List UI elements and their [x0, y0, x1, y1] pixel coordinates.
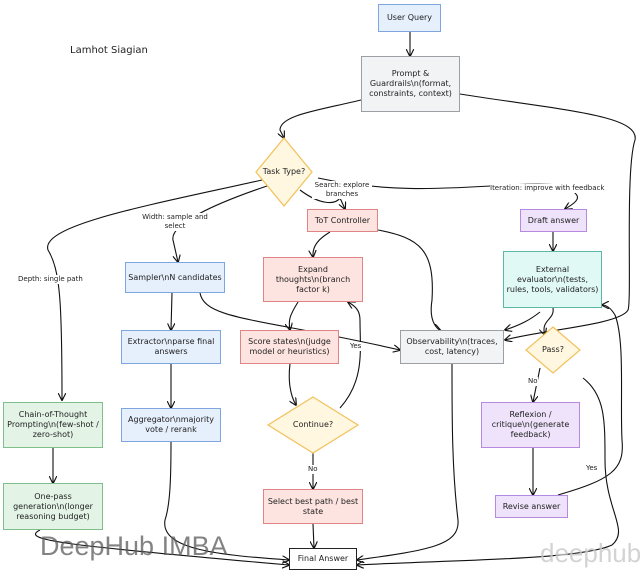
label-iteration: Iteration: improve with feedback [490, 184, 605, 193]
edge-pass-final [357, 377, 620, 565]
node-select-best: Select best path / best state [263, 489, 363, 524]
edge-prompt-observability [459, 93, 636, 340]
node-revise-answer: Revise answer [495, 495, 568, 518]
edge-aggregator-final [164, 441, 289, 560]
edge-revise-evaluator [557, 305, 623, 496]
node-pass: Pass? [542, 345, 564, 354]
author-name: Lamhot Siagian [70, 45, 148, 56]
edge-tasktype-cot [47, 179, 263, 400]
node-observability: Observability\n(traces, cost, latency) [400, 330, 504, 364]
node-user-query: User Query [378, 4, 441, 32]
node-prompt-guardrails: Prompt & Guardrails\n(format, constraint… [361, 56, 460, 112]
node-extractor: Extractor\nparse final answers [121, 330, 221, 364]
label-search: Search: explore branches [312, 181, 372, 199]
node-score-states: Score states\n(judge model or heuristics… [240, 330, 339, 364]
edge-expand-score [289, 301, 299, 330]
label-width: Width: sample and select [140, 213, 210, 231]
node-reflexion: Reflexion / critique\n(generate feedback… [481, 402, 580, 448]
node-expand-thoughts: Expand thoughts\n(branch factor k) [263, 257, 363, 302]
node-continue: Continue? [292, 420, 334, 429]
label-continue-no: No [308, 465, 318, 474]
node-chain-of-thought: Chain-of-Thought Prompting\n(few-shot / … [3, 402, 103, 448]
label-pass-no: No [528, 377, 538, 386]
node-external-evaluator: External evaluator\n(tests, rules, tools… [503, 251, 602, 308]
edge-prompt-tasktype [280, 99, 362, 138]
edge-select-final [313, 523, 314, 548]
continue-diamond [266, 396, 360, 454]
edge-sampler-observability [199, 292, 400, 350]
label-pass-yes: Yes [586, 464, 598, 473]
node-one-pass: One-pass generation\n(longer reasoning b… [3, 483, 103, 530]
edge-tot-observability [377, 229, 440, 330]
watermark-deephub-imba: DeepHub IMBA [40, 531, 228, 561]
node-draft-answer: Draft answer [520, 209, 587, 232]
node-task-type: Task Type? [262, 167, 306, 176]
edge-evaluator-pass [544, 307, 554, 335]
edge-sampler-extractor [171, 292, 172, 330]
label-continue-yes: Yes [350, 342, 362, 351]
node-tot-controller: ToT Controller [307, 209, 378, 232]
node-sampler: Sampler\nN candidates [125, 262, 225, 293]
edge-tot-expand [313, 231, 331, 257]
node-aggregator: Aggregator\nmajority vote / rerank [121, 408, 221, 442]
label-depth: Depth: single path [18, 275, 83, 284]
edge-score-continue [288, 363, 296, 405]
pass-diamond [525, 326, 581, 374]
watermark-deephub: deephub [540, 538, 640, 568]
edge-observability-final [357, 363, 459, 560]
edge-continue-expand [339, 302, 361, 409]
node-final-answer: Final Answer [289, 548, 357, 570]
task-type-diamond [255, 137, 313, 207]
edge-onepass-final [35, 529, 289, 565]
edge-evaluator-observability [505, 311, 541, 330]
